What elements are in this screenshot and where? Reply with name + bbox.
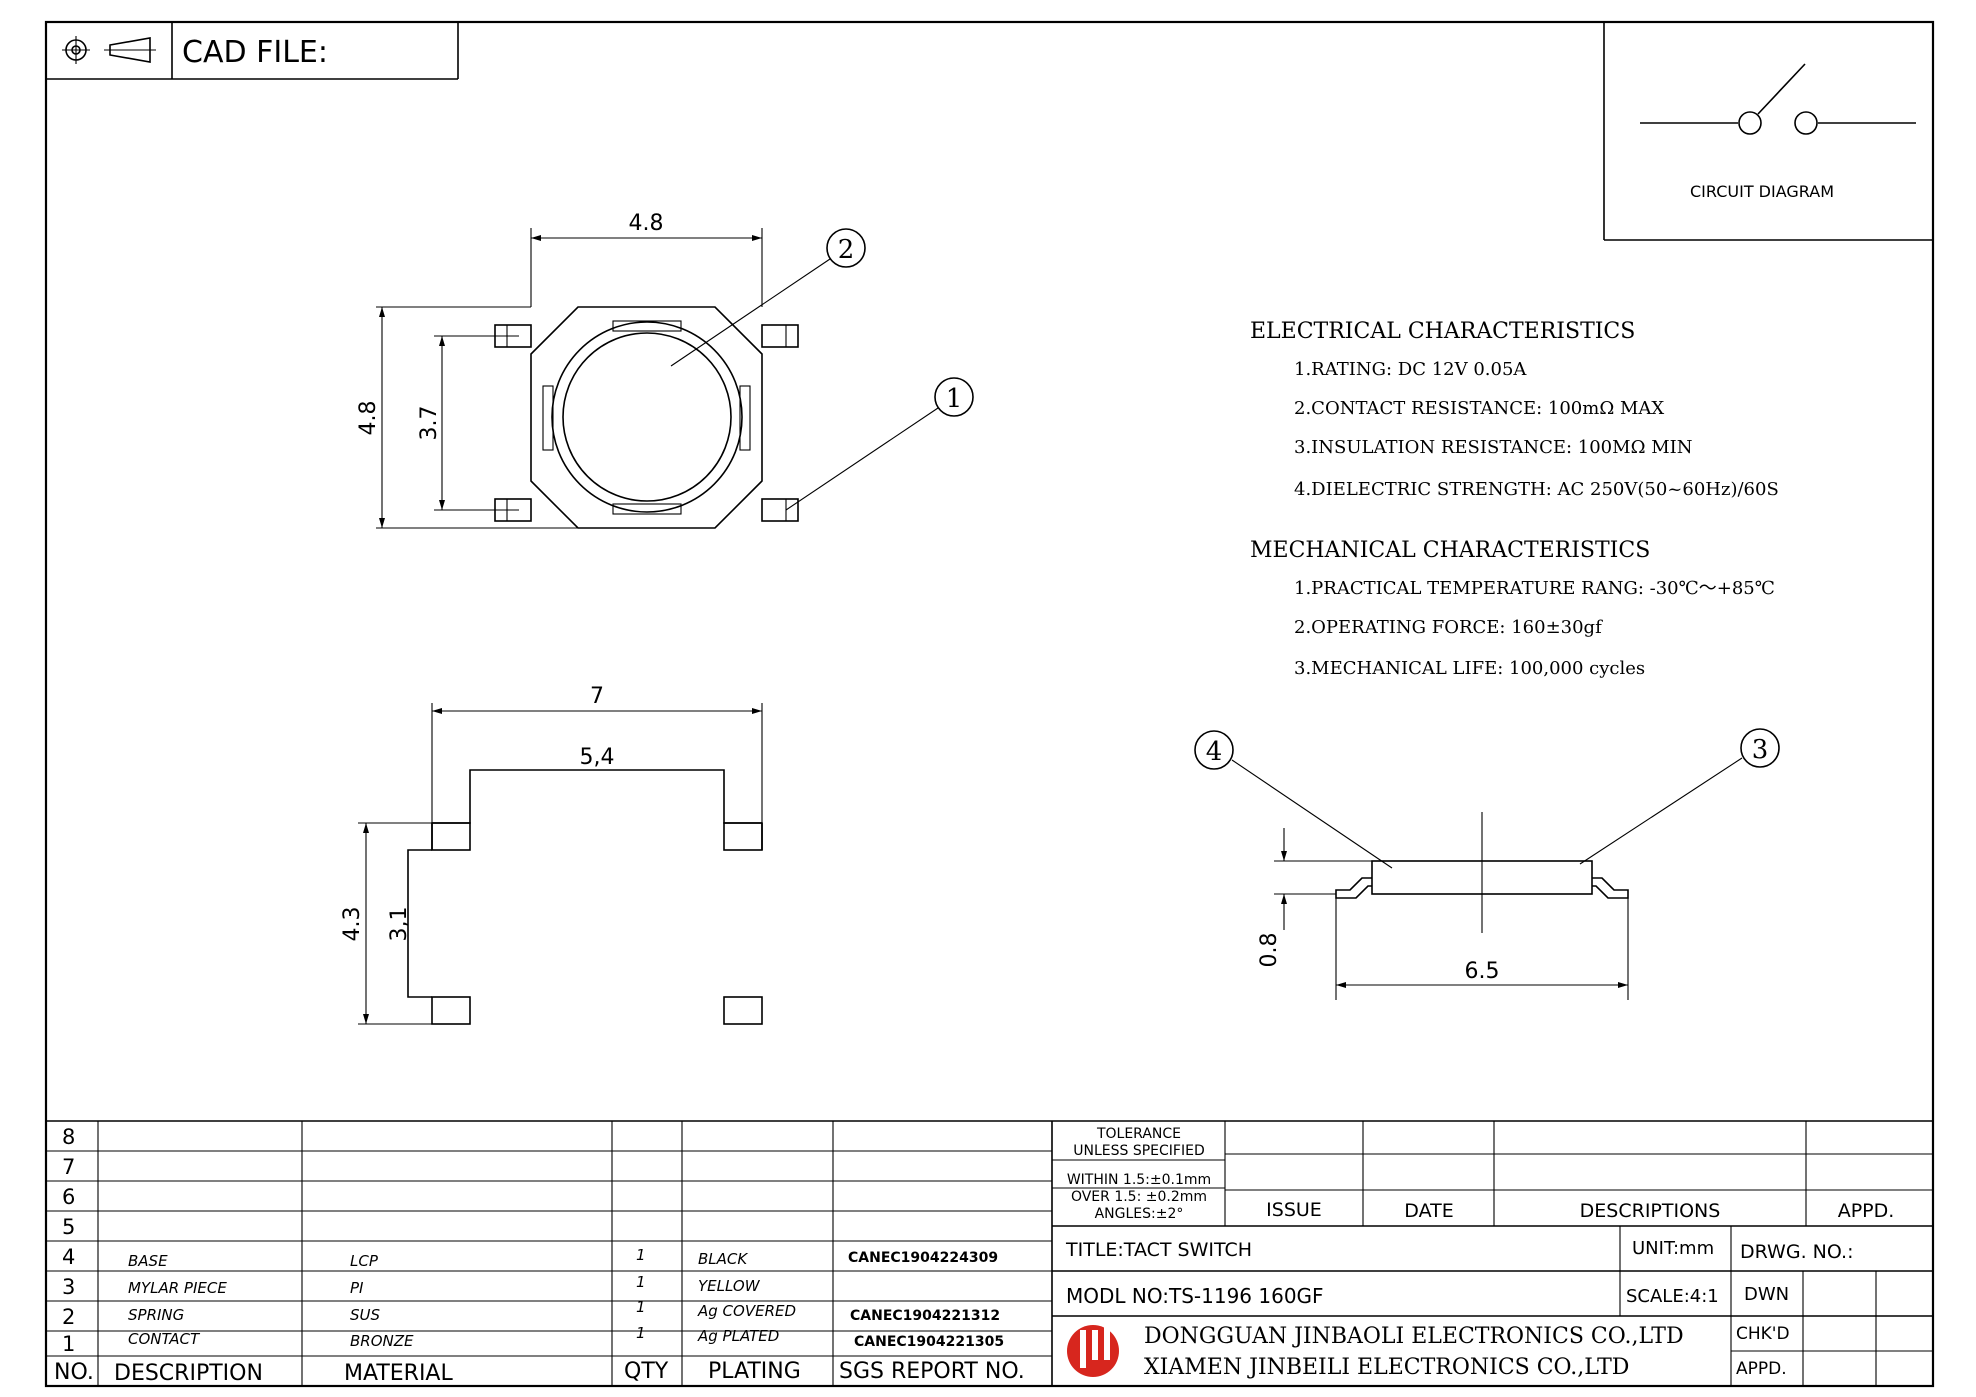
electrical-item: 2.CONTACT RESISTANCE: 100mΩ MAX: [1294, 398, 1664, 419]
approved-label: APPD.: [1736, 1359, 1787, 1379]
dim-top-height: 4.8: [356, 401, 381, 436]
bom-header-no: NO.: [54, 1360, 94, 1385]
bom-sgs: CANEC1904221312: [850, 1308, 1000, 1324]
company-name-xiamen: XIAMEN JINBEILI ELECTRONICS CO.,LTD: [1144, 1355, 1629, 1380]
bom-no: 2: [62, 1305, 75, 1329]
drawn-label: DWN: [1744, 1284, 1789, 1305]
drawing-border: [44, 20, 1935, 1388]
mechanical-title: MECHANICAL CHARACTERISTICS: [1250, 538, 1650, 563]
checked-label: CHK'D: [1736, 1324, 1790, 1344]
bom-header-sgs: SGS REPORT NO.: [839, 1359, 1025, 1384]
tolerance-within: WITHIN 1.5:±0.1mm: [1067, 1172, 1211, 1188]
bom-no: 8: [62, 1125, 75, 1149]
bom-header-description: DESCRIPTION: [114, 1361, 263, 1386]
circuit-label: CIRCUIT DIAGRAM: [1690, 182, 1834, 201]
electrical-title: ELECTRICAL CHARACTERISTICS: [1250, 319, 1635, 344]
cad-file-header: CAD FILE:: [46, 22, 459, 80]
drawing-title: TITLE:TACT SWITCH: [1065, 1239, 1252, 1261]
tolerance-over: OVER 1.5: ±0.2mm: [1071, 1189, 1207, 1205]
electrical-characteristics: ELECTRICAL CHARACTERISTICS 1.RATING: DC …: [1250, 319, 1779, 500]
bom-sgs: CANEC1904224309: [848, 1250, 998, 1266]
rev-header-issue: ISSUE: [1266, 1199, 1322, 1221]
rev-header-appd: APPD.: [1838, 1200, 1895, 1222]
mechanical-item: 3.MECHANICAL LIFE: 100,000 cycles: [1294, 658, 1645, 679]
bom-no: 3: [62, 1275, 75, 1299]
bom-header-plating: PLATING: [708, 1359, 801, 1384]
electrical-item: 4.DIELECTRIC STRENGTH: AC 250V(50~60Hz)/…: [1294, 479, 1779, 500]
bom-qty: 1: [636, 1273, 646, 1291]
dim-side-width: 6.5: [1465, 959, 1500, 984]
bom-table: 8 7 6 5 4 3 2 1 BASE LCP 1 BLACK MYLAR P…: [46, 1120, 1933, 1386]
dim-bottom-width: 7: [590, 684, 604, 709]
dim-top-inner: 3.7: [417, 406, 442, 441]
bom-mat: BRONZE: [350, 1332, 414, 1350]
callout-2: 2: [838, 235, 855, 265]
bottom-view: 7 5,4 4.3 3,1: [340, 684, 763, 1025]
side-view: 0.8 6.5 4 3: [1194, 728, 1780, 1000]
tolerance-angles: ANGLES:±2°: [1095, 1206, 1184, 1222]
dim-side-height: 0.8: [1257, 933, 1282, 968]
scale-label: SCALE:4:1: [1626, 1286, 1719, 1307]
callout-3: 3: [1752, 735, 1769, 765]
rev-header-date: DATE: [1404, 1200, 1453, 1222]
bom-plating: BLACK: [698, 1250, 748, 1268]
dim-top-width: 4.8: [629, 211, 664, 236]
bom-header-qty: QTY: [624, 1359, 669, 1384]
callout-4: 4: [1206, 737, 1223, 767]
bom-desc: SPRING: [128, 1306, 184, 1324]
bom-desc: BASE: [128, 1252, 168, 1270]
callout-1: 1: [946, 384, 963, 414]
bom-mat: LCP: [350, 1252, 379, 1270]
bom-no: 1: [62, 1332, 75, 1356]
company-name-dongguan: DONGGUAN JINBAOLI ELECTRONICS CO.,LTD: [1144, 1324, 1684, 1349]
drawing-number-label: DRWG. NO.:: [1740, 1241, 1854, 1263]
bom-desc: CONTACT: [128, 1330, 201, 1348]
circuit-diagram: CIRCUIT DIAGRAM: [1603, 22, 1933, 241]
tolerance-label: TOLERANCE: [1096, 1126, 1181, 1142]
bom-plating: Ag PLATED: [697, 1327, 779, 1345]
rev-header-descriptions: DESCRIPTIONS: [1580, 1200, 1721, 1222]
cad-file-label: CAD FILE:: [182, 35, 328, 70]
bom-plating: Ag COVERED: [697, 1302, 796, 1320]
bom-qty: 1: [636, 1324, 646, 1342]
dim-bottom-inner-height: 3,1: [387, 907, 412, 942]
mechanical-item: 1.PRACTICAL TEMPERATURE RANG: -30℃～+85℃: [1294, 578, 1775, 599]
tolerance-unless: UNLESS SPECIFIED: [1073, 1143, 1204, 1159]
bom-no: 5: [62, 1215, 75, 1239]
bom-mat: SUS: [350, 1306, 381, 1324]
bom-qty: 1: [636, 1246, 646, 1264]
mechanical-item: 2.OPERATING FORCE: 160±30gf: [1294, 617, 1603, 638]
mechanical-characteristics: MECHANICAL CHARACTERISTICS 1.PRACTICAL T…: [1250, 538, 1775, 679]
bom-header-material: MATERIAL: [344, 1361, 453, 1386]
bom-plating: YELLOW: [698, 1277, 761, 1295]
dim-bottom-height: 4.3: [340, 907, 365, 942]
dim-bottom-inner: 5,4: [580, 745, 615, 770]
electrical-item: 1.RATING: DC 12V 0.05A: [1294, 359, 1527, 380]
bom-no: 4: [62, 1245, 75, 1269]
bom-mat: PI: [350, 1279, 364, 1297]
company-logo: [1067, 1325, 1119, 1377]
bom-sgs: CANEC1904221305: [854, 1334, 1004, 1350]
bom-qty: 1: [636, 1298, 646, 1316]
bom-no: 7: [62, 1155, 75, 1179]
electrical-item: 3.INSULATION RESISTANCE: 100MΩ MIN: [1294, 437, 1693, 458]
projection-symbol-icon: [62, 36, 156, 64]
model-number: MODL NO:TS-1196 160GF: [1066, 1284, 1324, 1308]
bom-desc: MYLAR PIECE: [128, 1279, 227, 1297]
unit-label: UNIT:mm: [1632, 1238, 1714, 1259]
top-view: 4.8 4.8 3.7 2 1: [356, 211, 974, 529]
bom-no: 6: [62, 1185, 75, 1209]
title-block: TOLERANCE UNLESS SPECIFIED WITHIN 1.5:±0…: [1052, 1121, 1933, 1386]
